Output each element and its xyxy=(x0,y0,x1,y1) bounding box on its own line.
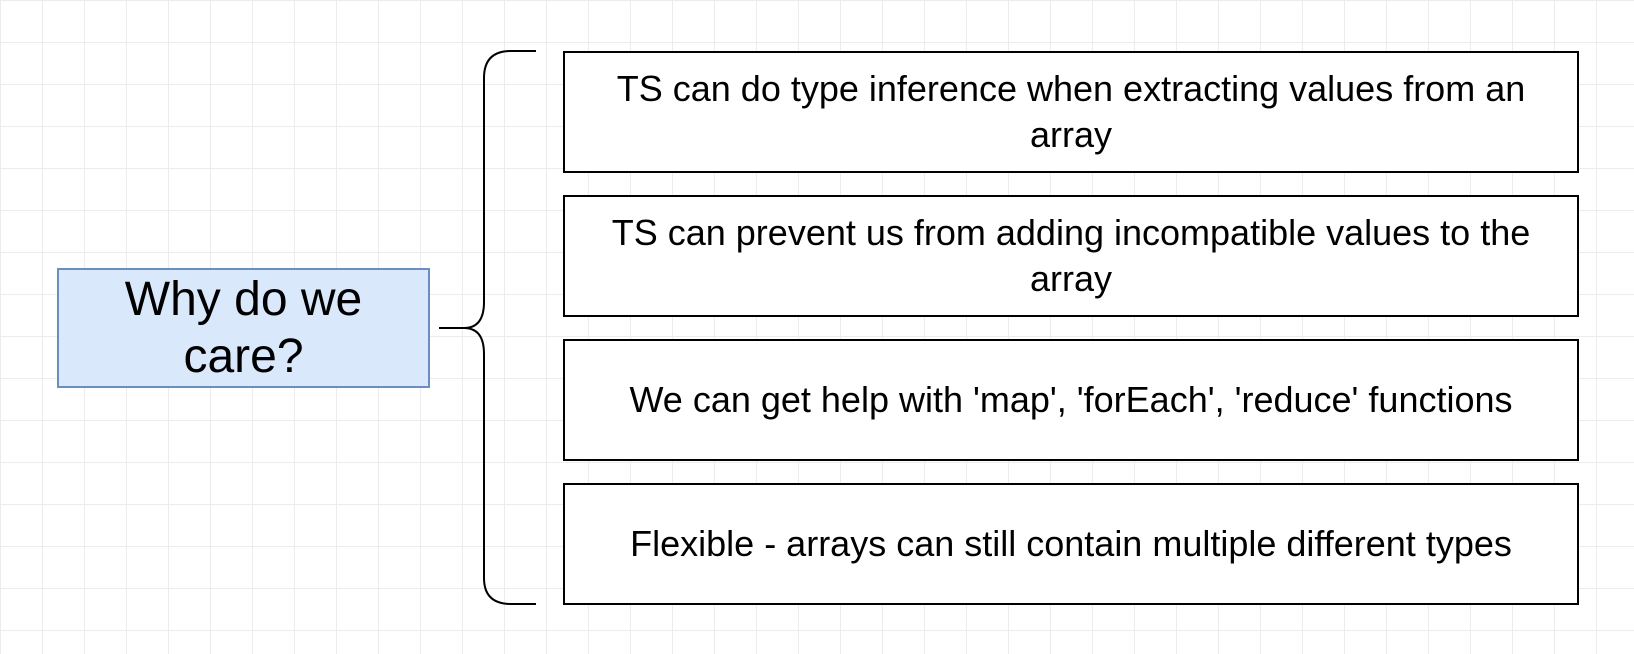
main-topic-box: Why do we care? xyxy=(57,268,430,388)
item-label: TS can do type inference when extracting… xyxy=(616,68,1526,155)
item-box-help-functions: We can get help with 'map', 'forEach', '… xyxy=(563,339,1579,461)
item-label: Flexible - arrays can still contain mult… xyxy=(630,523,1512,564)
item-box-flexible: Flexible - arrays can still contain mult… xyxy=(563,483,1579,605)
item-label: TS can prevent us from adding incompatib… xyxy=(611,212,1531,299)
main-topic-label: Why do we care? xyxy=(124,273,363,383)
item-box-type-inference: TS can do type inference when extracting… xyxy=(563,51,1579,173)
item-label: We can get help with 'map', 'forEach', '… xyxy=(629,379,1513,420)
item-box-prevent-incompatible: TS can prevent us from adding incompatib… xyxy=(563,195,1579,317)
